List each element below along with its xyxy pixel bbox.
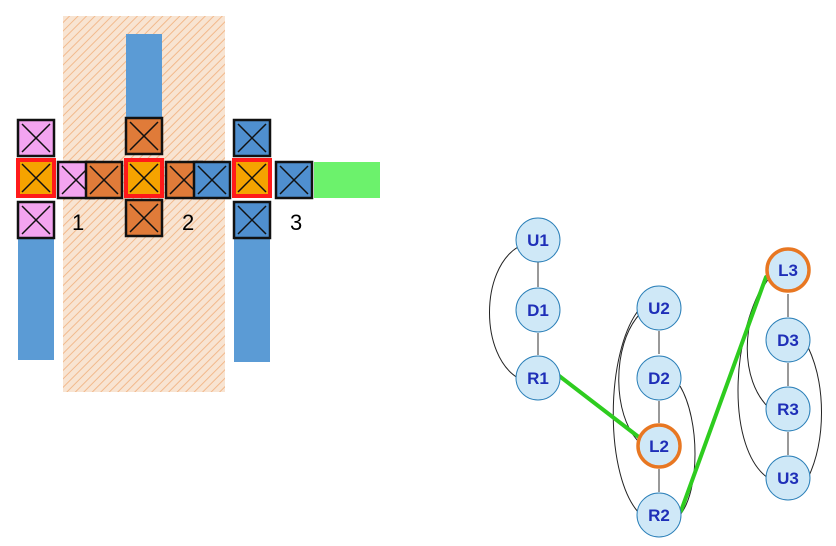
node-u2: U2 — [636, 285, 682, 331]
green-wire — [314, 162, 380, 198]
node-d1: D1 — [515, 287, 561, 333]
edge-d2-r2-loop — [679, 385, 696, 516]
node-d2: D2 — [636, 355, 682, 401]
path-edge-r1-l2 — [556, 373, 642, 440]
node-label-d3: D3 — [777, 331, 799, 350]
label-1: 1 — [72, 210, 84, 235]
node-label-u1: U1 — [527, 231, 549, 250]
metal-bar-2-upper — [126, 34, 162, 124]
node-label-l2: L2 — [649, 437, 669, 456]
node-label-r1: R1 — [527, 369, 549, 388]
pink-via-center — [16, 158, 56, 198]
node-label-r3: R3 — [777, 400, 799, 419]
node-l2: L2 — [636, 423, 682, 469]
pink-via-bottom — [16, 200, 56, 240]
orange-via-bottom — [124, 198, 164, 238]
label-2: 2 — [182, 210, 194, 235]
pink-via-top — [16, 118, 56, 158]
edge-d3-u3-loop — [807, 346, 822, 479]
node-l3: L3 — [765, 247, 811, 293]
orange-via-left — [84, 160, 124, 200]
blue-via-right — [274, 160, 314, 200]
node-r2: R2 — [636, 492, 682, 538]
node-label-l3: L3 — [778, 261, 798, 280]
edge-l3-u3-loop — [737, 275, 769, 479]
node-label-u2: U2 — [648, 299, 670, 318]
node-label-d2: D2 — [648, 369, 670, 388]
node-r3: R3 — [765, 386, 811, 432]
edge-u2-r2-loop — [612, 306, 642, 516]
orange-via-top — [124, 116, 164, 156]
node-d3: D3 — [765, 317, 811, 363]
blue-via-center — [232, 158, 272, 198]
blue-via-top — [232, 118, 272, 158]
node-label-u3: U3 — [777, 469, 799, 488]
via-group — [16, 116, 314, 240]
orange-via-center — [124, 158, 164, 198]
node-u3: U3 — [765, 455, 811, 501]
layout-panel: 1 2 3 — [16, 16, 380, 392]
blue-via-left — [192, 160, 232, 200]
path-edge-r2-l3 — [679, 275, 768, 513]
node-label-d1: D1 — [527, 301, 549, 320]
metal-bar-3-lower — [234, 235, 270, 362]
blue-via-bottom — [232, 200, 272, 240]
node-r1: R1 — [515, 355, 561, 401]
label-3: 3 — [290, 210, 302, 235]
edge-u1-r1-loop — [489, 246, 519, 379]
node-label-r2: R2 — [648, 506, 670, 525]
node-u1: U1 — [515, 217, 561, 263]
metal-bar-1-lower — [18, 235, 54, 360]
